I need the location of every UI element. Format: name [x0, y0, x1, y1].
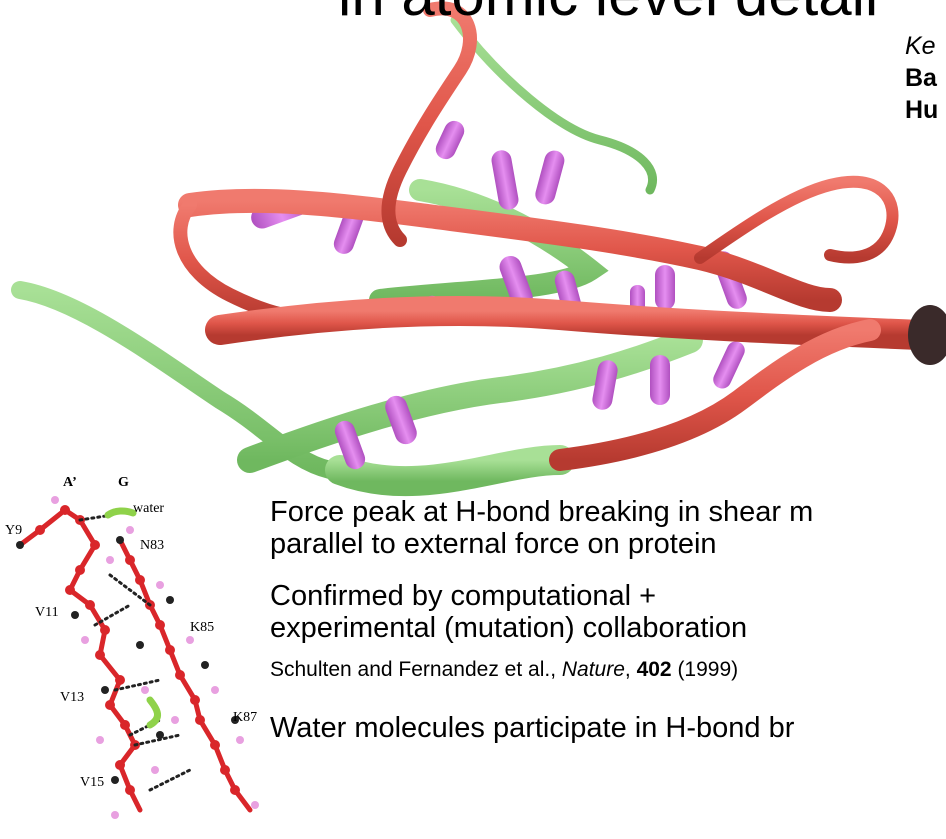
force-peak-line-1: Force peak at H-bond breaking in shear m	[270, 496, 814, 528]
red-strand-bottom	[549, 319, 881, 471]
confirmed-text: Confirmed by computational + experimenta…	[270, 580, 747, 644]
hbond-diagram	[16, 496, 259, 819]
cylinder	[334, 420, 366, 470]
red-strand-middle	[205, 295, 935, 350]
green-coil-bottom	[325, 445, 575, 497]
credit-line-1: Ke	[905, 32, 936, 60]
red-strand-top-loop	[381, 1, 477, 247]
residue-label-y9: Y9	[5, 523, 23, 538]
cylinder	[713, 341, 745, 389]
confirmed-line-1: Confirmed by computational +	[270, 580, 657, 612]
red-strand-left-loop	[173, 198, 327, 326]
water-molecule	[146, 696, 161, 729]
water-molecule	[104, 507, 137, 519]
cylinder	[650, 355, 670, 405]
strand-label-a-prime: A’	[63, 475, 77, 490]
residue-label-n83: N83	[140, 538, 165, 553]
green-coil-lower	[237, 327, 703, 473]
water-text: Water molecules participate in H-bond br	[270, 712, 795, 744]
citation-year: (1999)	[671, 658, 739, 681]
green-coil-upper	[369, 179, 609, 311]
residue-label-v15: V15	[80, 775, 105, 790]
red-strand-top	[178, 188, 842, 312]
residue-label-k85: K85	[190, 620, 215, 635]
cylinder	[655, 265, 675, 310]
cylinder	[499, 255, 533, 309]
citation-volume: 402	[636, 658, 672, 681]
cylinder	[491, 150, 519, 210]
credit-line-2: Ba	[905, 64, 937, 92]
slide-title: in atomic level detail	[338, 0, 878, 29]
green-coil-loop	[450, 15, 657, 195]
red-strand-end-cap	[908, 305, 946, 365]
water-label: water	[133, 501, 165, 516]
citation-authors: Schulten and Fernandez et al.,	[270, 658, 562, 681]
residue-label-k87: K87	[233, 710, 258, 725]
residue-label-v13: V13	[60, 690, 85, 705]
side-credits: Ke Ba Hu	[905, 30, 938, 126]
residue-label-v11: V11	[35, 605, 59, 620]
citation: Schulten and Fernandez et al., Nature, 4…	[270, 658, 739, 681]
cylinder	[592, 360, 618, 410]
credit-line-3: Hu	[905, 96, 939, 124]
force-peak-text: Force peak at H-bond breaking in shear m…	[270, 496, 813, 560]
cylinder	[385, 395, 417, 445]
cylinder	[435, 120, 465, 160]
cylinder	[535, 150, 565, 205]
force-peak-line-2: parallel to external force on protein	[270, 528, 717, 560]
strand-label-g: G	[118, 475, 129, 490]
red-strand-right-loop	[694, 175, 899, 264]
confirmed-line-2: experimental (mutation) collaboration	[270, 612, 748, 644]
citation-journal: Nature	[561, 658, 625, 681]
